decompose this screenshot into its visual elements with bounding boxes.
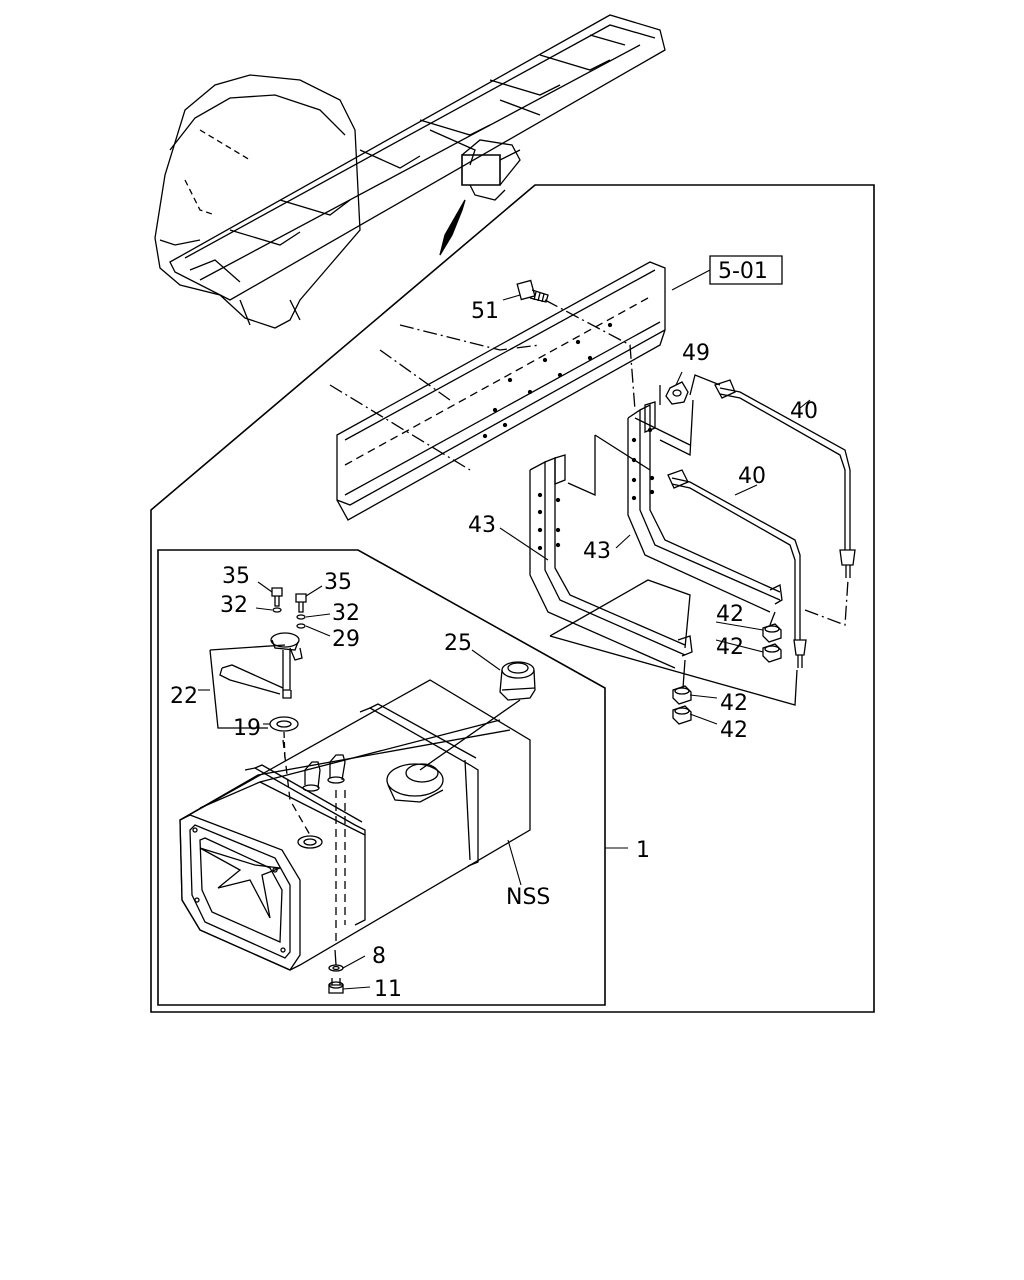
callout-43-right: 43 (583, 539, 611, 564)
callout-42-a: 42 (716, 602, 744, 627)
callout-25: 25 (444, 631, 472, 656)
callout-8: 8 (372, 944, 386, 969)
callout-22: 22 (170, 684, 198, 709)
drain-plug (329, 965, 343, 993)
callout-51: 51 (471, 299, 499, 324)
detail-outline (151, 185, 874, 1012)
callout-19: 19 (233, 716, 261, 741)
callout-42-b: 42 (716, 635, 744, 660)
callout-35-left: 35 (222, 564, 250, 589)
bolt-51 (517, 280, 548, 302)
truck-overview (155, 15, 665, 328)
frame-rail-section (330, 262, 665, 520)
callout-labels: 5-01 51 49 40 40 43 43 42 42 42 42 35 35… (170, 259, 818, 1002)
fuel-tank (180, 680, 530, 970)
callout-11: 11 (374, 977, 402, 1002)
callout-40-upper: 40 (790, 399, 818, 424)
callout-32-left: 32 (220, 593, 248, 618)
callout-40-lower: 40 (738, 464, 766, 489)
reference-label: 5-01 (718, 259, 768, 284)
callout-32-right: 32 (332, 601, 360, 626)
callout-49: 49 (682, 341, 710, 366)
callout-43-left: 43 (468, 513, 496, 538)
fuel-cap-25 (420, 662, 535, 770)
callout-42-c: 42 (720, 691, 748, 716)
leader-lines (198, 295, 810, 989)
fuel-gauge-sender (210, 588, 306, 760)
tank-detail-box (158, 550, 605, 1005)
mounting-brackets (530, 375, 855, 724)
callout-1: 1 (636, 838, 650, 863)
callout-29: 29 (332, 627, 360, 652)
callout-nss: NSS (506, 885, 550, 910)
callout-42-d: 42 (720, 718, 748, 743)
callout-35-right: 35 (324, 570, 352, 595)
